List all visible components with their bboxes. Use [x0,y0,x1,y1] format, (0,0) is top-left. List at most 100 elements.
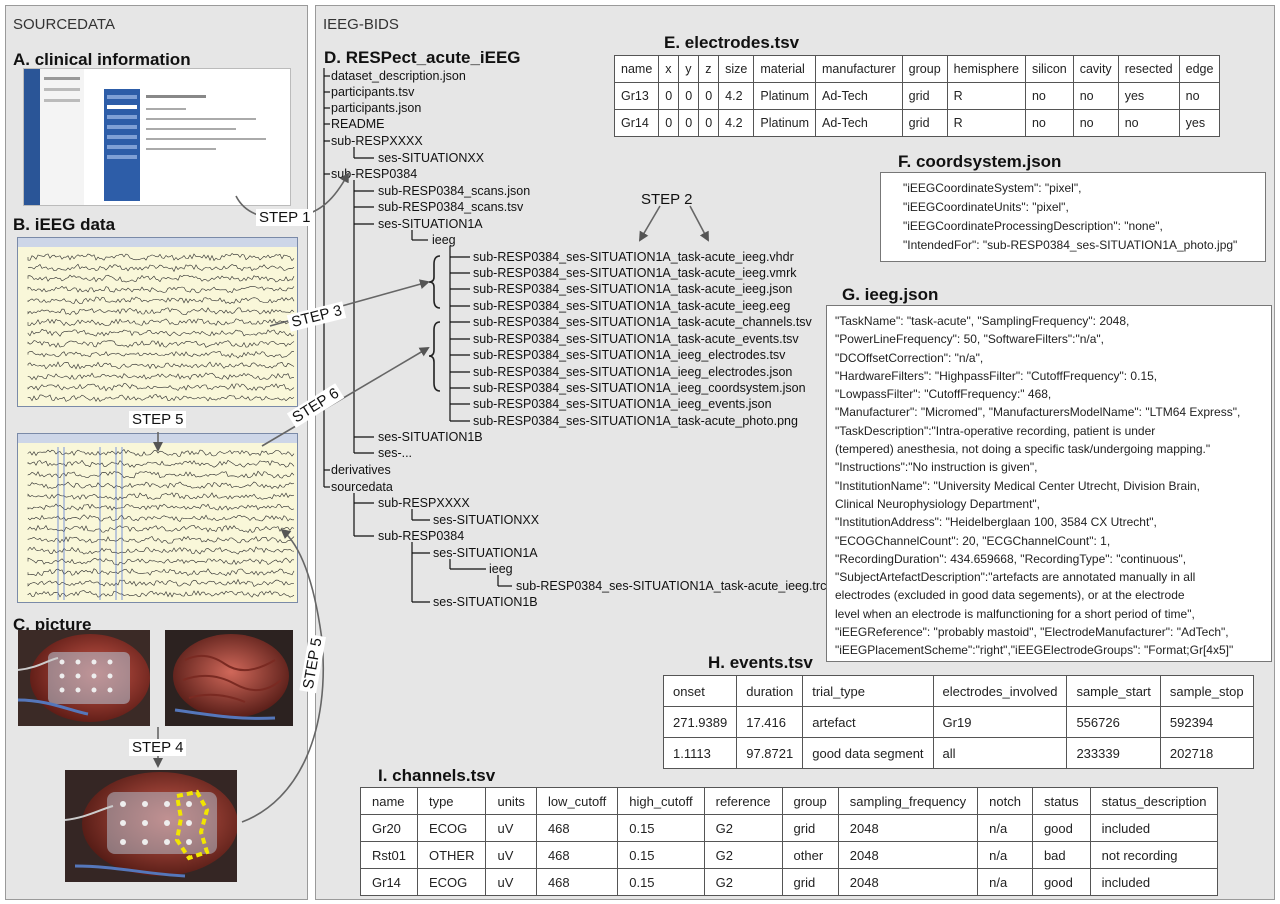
tree-folder: ses-SITUATION1A [378,217,483,231]
eeg-trace [27,492,295,501]
tree-folder: ses-SITUATIONXX [433,513,540,527]
eeg-trace [27,318,295,327]
table-header-cell: units [485,787,537,815]
eeg-traces-2 [27,447,295,600]
tree-file: sub-RESP0384_ses-SITUATION1A_ieeg_coords… [473,381,806,395]
table-cell: grid [781,814,839,842]
table-cell: Platinum [753,82,817,110]
table-header-cell: size [718,55,755,83]
table-cell: n/a [977,868,1033,896]
table-cell: Gr14 [360,868,418,896]
table-cell: yes [1178,109,1221,137]
table-cell: 17.416 [736,706,804,738]
table-cell: no [1024,82,1074,110]
table-cell: no [1178,82,1221,110]
table-cell: 0.15 [617,814,705,842]
tree-folder: ses-SITUATION1B [433,595,538,609]
table-cell: 0.15 [617,868,705,896]
surgical-photo-grid [18,630,150,726]
table-cell: Gr14 [613,109,660,137]
step-5-label-a: STEP 5 [129,411,187,428]
table-cell: Gr13 [613,82,660,110]
eeg-trace [27,481,295,490]
table-cell: uV [485,814,537,842]
json-line: "iEEGCoordinateSystem": "pixel", [903,181,1082,195]
table-cell: 2048 [837,841,979,869]
table-cell: OTHER [416,841,487,869]
picture-title: C. picture [13,615,92,634]
table-cell: grid [901,82,948,110]
tree-file: participants.tsv [331,85,415,99]
app-sidebar-strip [24,69,40,205]
table-header-cell: reference [703,787,783,815]
table-cell: Ad-Tech [815,82,903,110]
tree-root-title: D. RESPect_acute_iEEG [324,48,521,67]
table-cell: grid [901,109,948,137]
step-4-label: STEP 4 [129,739,187,756]
json-line: level when an electrode is malfunctionin… [835,606,1195,621]
tree-folder: derivatives [331,463,391,477]
json-line: "LowpassFilter": "CutoffFrequency:" 468, [835,387,1052,402]
step-1-label: STEP 1 [256,209,314,226]
json-line: "SubjectArtefactDescription":"artefacts … [835,570,1196,585]
json-line: "Instructions":"No instruction is given"… [835,460,1038,475]
json-line: "InstitutionAddress": "Heidelberglaan 10… [835,515,1157,530]
table-cell: R [946,109,1026,137]
coordsystem-json-box: "iEEGCoordinateSystem": "pixel","iEEGCoo… [880,172,1266,262]
table-cell: G2 [703,841,783,869]
table-cell: G2 [703,868,783,896]
tree-file: sub-RESP0384_scans.json [378,184,531,198]
form-section-list [104,89,140,201]
ieeg-viewer-screenshot-1 [17,237,298,407]
tree-folder: ieeg [489,562,513,576]
table-cell: Ad-Tech [815,109,903,137]
table-cell: ECOG [416,814,487,842]
tree-file: sub-RESP0384_ses-SITUATION1A_task-acute_… [516,579,827,593]
surgical-photo-annotated [65,770,237,882]
table-header-cell: low_cutoff [535,787,619,815]
tree-file: sub-RESP0384_ses-SITUATION1A_task-acute_… [473,299,791,313]
table-header-cell: sample_start [1066,675,1161,707]
tree-folder: ses-SITUATIONXX [378,151,485,165]
table-header-cell: name [360,787,418,815]
eeg-trace [27,590,295,598]
eeg-trace [27,372,295,381]
eeg-trace [27,350,295,359]
eeg-trace [27,274,295,283]
table-cell: 1.1113 [662,737,738,769]
ieeg-viewer-screenshot-2 [17,433,298,603]
eeg-traces-1 [27,253,295,402]
json-line: Clinical Neurophysiology Department", [835,496,1041,511]
table-header-cell: material [753,55,817,83]
tree-folder: sub-RESPXXXX [331,134,423,148]
eeg-trace [27,253,295,262]
eeg-trace [27,524,295,533]
eeg-trace [27,328,295,337]
table-cell: 97.8721 [736,737,804,769]
tree-file: participants.json [331,101,422,115]
table-header-cell: trial_type [802,675,934,707]
tree-file: sub-RESP0384_ses-SITUATION1A_task-acute_… [473,414,798,428]
json-line: "TaskDescription":"Intra-operative recor… [835,423,1156,438]
sourcedata-title: SOURCEDATA [13,16,115,33]
clinical-form-screenshot [23,68,291,206]
json-line: "iEEGReference": "probably mastoid", "El… [835,625,1229,640]
tree-folder: ses-SITUATION1B [378,430,483,444]
ieeg-json-box: "TaskName": "task-acute", "SamplingFrequ… [826,305,1272,662]
table-cell: 468 [535,841,619,869]
json-line: (tempered) anesthesia, not doing a speci… [835,442,1211,457]
eeg-trace [27,285,295,294]
table-cell: bad [1031,841,1091,869]
tree-file: sub-RESP0384_ses-SITUATION1A_task-acute_… [473,315,812,329]
json-line: "ECOGChannelCount": 20, "ECGChannelCount… [835,533,1111,548]
